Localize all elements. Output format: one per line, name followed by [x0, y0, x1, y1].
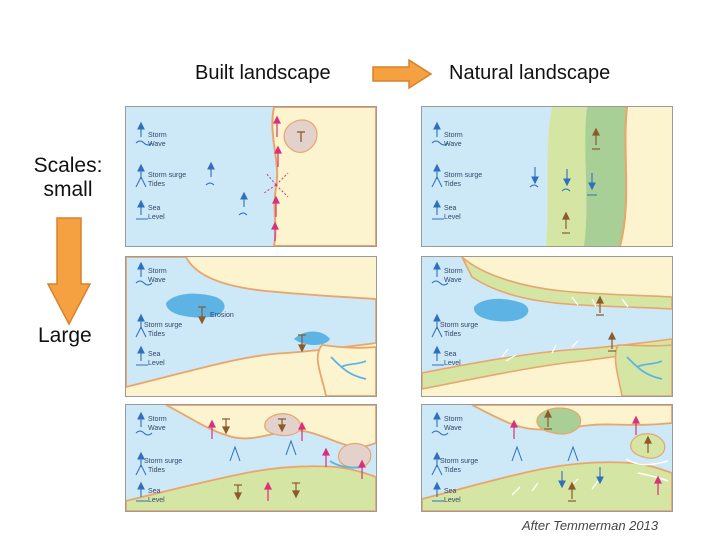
- sea-label: Sea: [444, 205, 457, 212]
- diagram-natural-small: Storm Wave Storm surge Tides Sea Level: [421, 106, 673, 247]
- diagram-natural-medium: Storm Wave Storm surge Tides Sea Level: [421, 256, 673, 397]
- level-label: Level: [444, 360, 461, 367]
- storm-label: Storm: [444, 268, 463, 275]
- sea-label: Sea: [444, 488, 457, 495]
- diagram-built-large: Storm Wave Storm surge Tides Sea Level: [125, 404, 377, 512]
- tides-label: Tides: [148, 467, 165, 474]
- scales-large-label: Large: [38, 324, 92, 347]
- storm-label: Storm: [444, 132, 463, 139]
- storm-surge-label: Storm surge: [144, 458, 182, 465]
- storm-surge-label: Storm surge: [148, 172, 186, 179]
- level-label: Level: [148, 360, 165, 367]
- scales-small-label: Scales: small: [33, 154, 103, 201]
- sea-label: Sea: [148, 351, 161, 358]
- diagram-natural-large: Storm Wave Storm surge Tides Sea Level: [421, 404, 673, 512]
- level-label: Level: [444, 214, 461, 221]
- wave-label: Wave: [444, 277, 462, 284]
- natural-landscape-title: Natural landscape: [449, 62, 611, 84]
- wave-label: Wave: [444, 141, 462, 148]
- sea-label: Sea: [444, 351, 457, 358]
- storm-label: Storm: [148, 268, 167, 275]
- storm-label: Storm: [148, 416, 167, 423]
- wave-label: Wave: [148, 141, 166, 148]
- level-label: Level: [148, 497, 165, 504]
- right-arrow-icon: [372, 58, 433, 90]
- diagram-built-medium: Storm Wave Storm surge Tides Sea Level E…: [125, 256, 377, 397]
- tides-label: Tides: [148, 331, 165, 338]
- wave-label: Wave: [148, 277, 166, 284]
- level-label: Level: [444, 497, 461, 504]
- storm-surge-label: Storm surge: [144, 322, 182, 329]
- level-label: Level: [148, 214, 165, 221]
- tides-label: Tides: [148, 181, 165, 188]
- wave-label: Wave: [444, 425, 462, 432]
- tides-label: Tides: [444, 467, 461, 474]
- built-landscape-title: Built landscape: [195, 62, 331, 84]
- erosion-label: Erosion: [210, 312, 234, 319]
- tides-label: Tides: [444, 331, 461, 338]
- wave-label: Wave: [148, 425, 166, 432]
- storm-surge-label: Storm surge: [440, 322, 478, 329]
- storm-label: Storm: [148, 132, 167, 139]
- sea-label: Sea: [148, 488, 161, 495]
- storm-surge-label: Storm surge: [440, 458, 478, 465]
- down-arrow-icon: [46, 217, 92, 326]
- sea-label: Sea: [148, 205, 161, 212]
- credit-text: After Temmerman 2013: [522, 518, 659, 533]
- storm-surge-label: Storm surge: [444, 172, 482, 179]
- diagram-built-small: Storm Wave Storm surge Tides Sea Level: [125, 106, 377, 247]
- tides-label: Tides: [444, 181, 461, 188]
- storm-label: Storm: [444, 416, 463, 423]
